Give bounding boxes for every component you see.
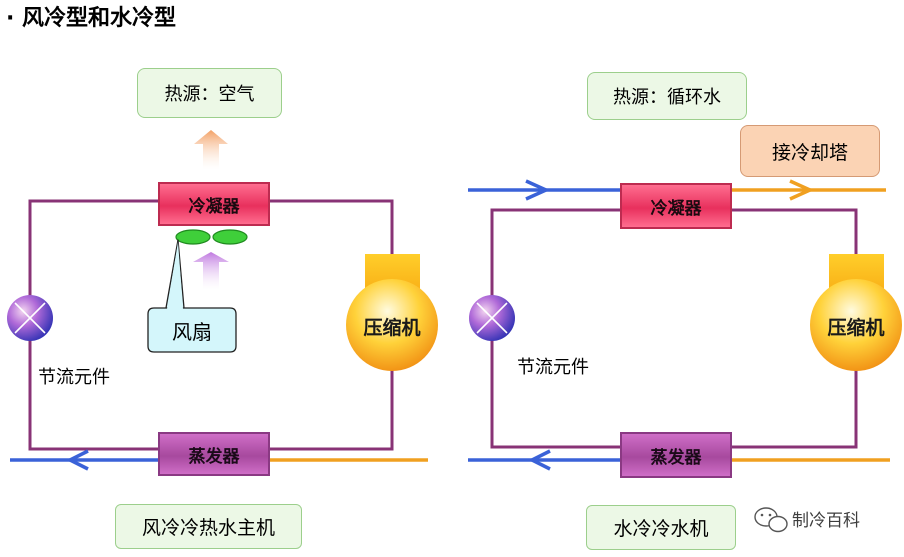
left-heat-source-label: 热源：空气 <box>137 68 282 118</box>
right-evaporator-box: 蒸发器 <box>620 432 732 478</box>
expansion-valve-icon <box>7 295 53 341</box>
left-air-cooled-system <box>7 130 438 471</box>
left-airflow-arrow <box>193 252 229 290</box>
right-water-cooled-system <box>468 179 902 471</box>
watermark-text: 制冷百科 <box>792 510 860 531</box>
right-refrigerant-loop <box>490 208 858 449</box>
left-evaporator-box: 蒸发器 <box>158 432 270 476</box>
right-cooling-water-in-arrow <box>525 179 551 201</box>
right-cooling-water-out-arrow <box>789 179 815 201</box>
fan-callout-bubble <box>147 239 237 353</box>
fan-blade-icon <box>212 229 248 245</box>
page-title: · 风冷型和水冷型 <box>6 6 177 31</box>
right-chilled-water-arrow <box>528 449 551 471</box>
expansion-valve-icon <box>469 295 515 341</box>
left-condenser-box: 冷凝器 <box>158 182 270 226</box>
right-expansion-valve-label: 节流元件 <box>517 357 589 378</box>
right-heat-source-label: 热源：循环水 <box>587 72 747 120</box>
left-compressor-label: 压缩机 <box>363 316 421 339</box>
compressor-icon <box>346 254 438 371</box>
left-expansion-valve-label: 节流元件 <box>38 367 110 388</box>
left-caption: 风冷冷热水主机 <box>115 504 302 549</box>
right-caption: 水冷冷水机 <box>586 505 736 550</box>
fan-blade-icon <box>175 229 211 245</box>
wechat-icon <box>754 507 788 533</box>
fan-label: 风扇 <box>172 319 212 344</box>
fan-callout-pointer-mask <box>167 242 183 309</box>
left-chilled-water-arrow <box>66 449 89 471</box>
right-condenser-box: 冷凝器 <box>620 183 732 229</box>
right-compressor-label: 压缩机 <box>827 316 885 339</box>
left-heat-out-arrow <box>194 130 228 170</box>
compressor-icon <box>810 254 902 371</box>
cooling-tower-label: 接冷却塔 <box>740 125 880 177</box>
